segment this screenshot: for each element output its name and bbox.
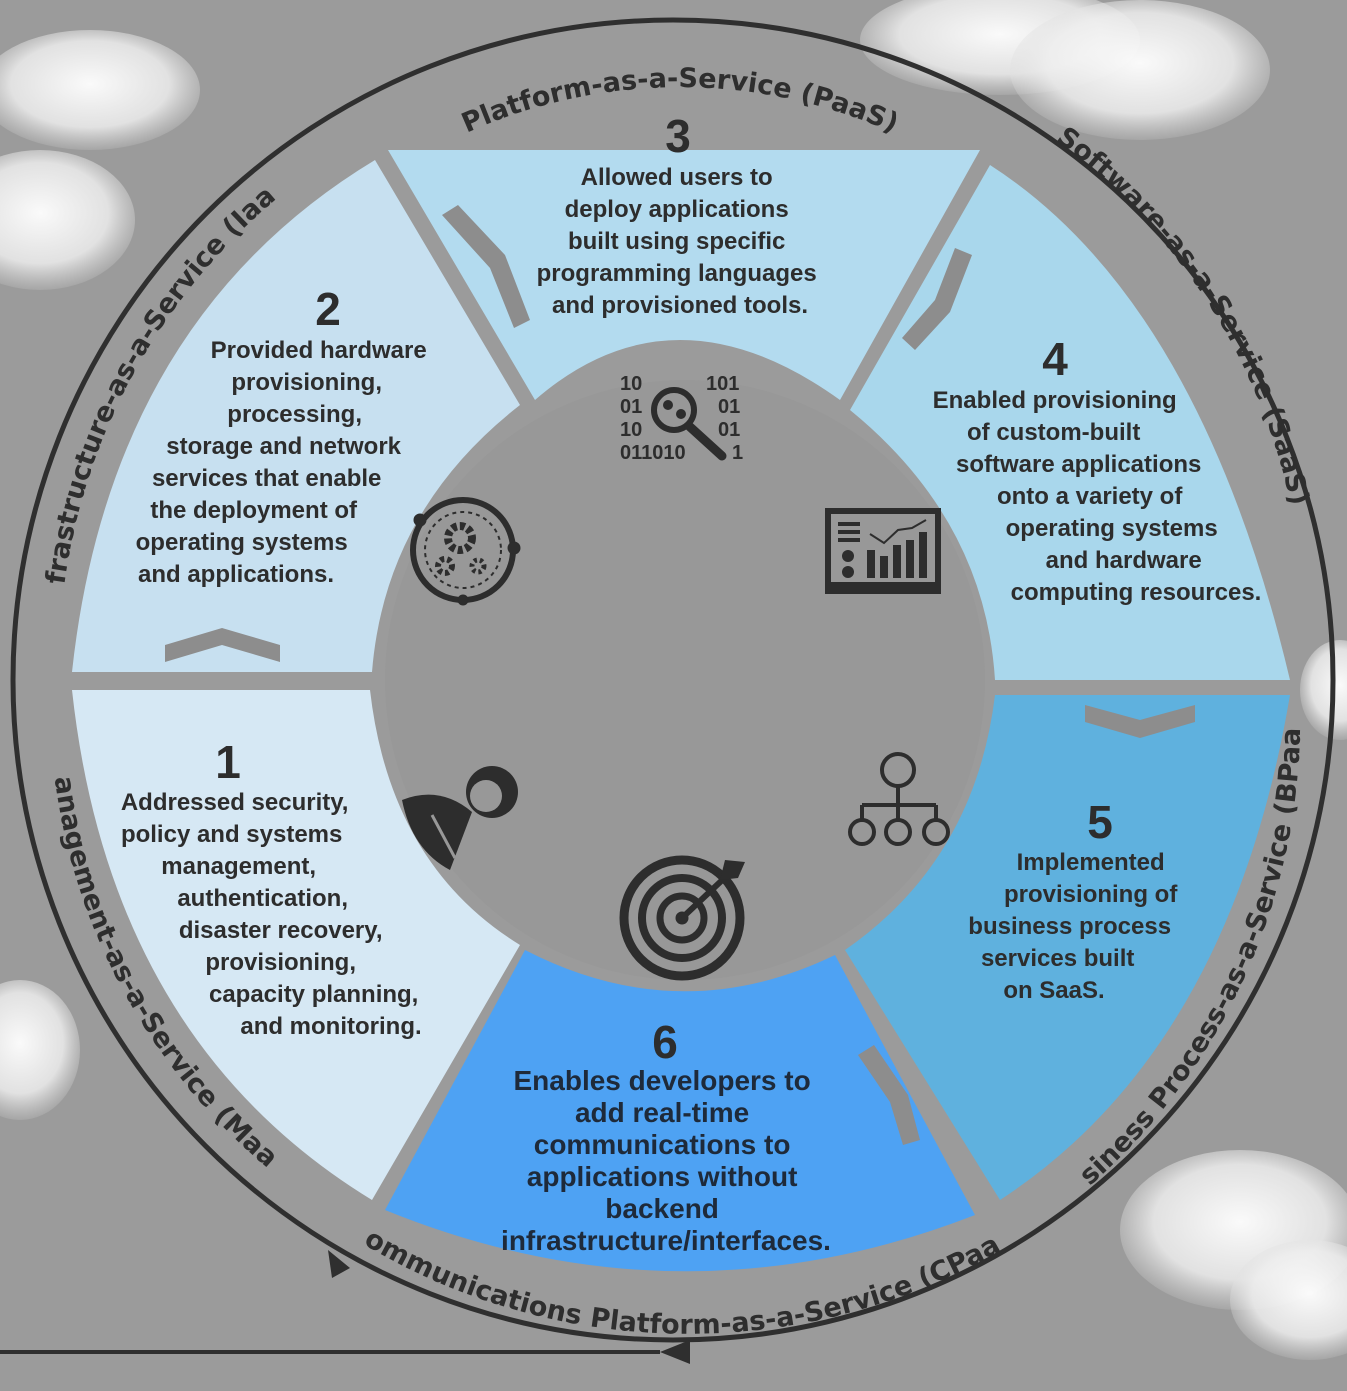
segment-2-number: 2: [315, 283, 341, 335]
segment-3-text: Allowed users to deploy applications bui…: [537, 164, 824, 319]
gears-globe-icon: [410, 497, 521, 606]
segment-6: [385, 950, 975, 1272]
manager-icon: [402, 766, 518, 870]
dashboard-icon: [825, 508, 941, 594]
binary-right-2: 01: [718, 396, 740, 418]
chevron-1-to-2-icon: [165, 628, 280, 662]
chevron-2-to-3-icon: [442, 205, 530, 328]
center-circle: [385, 380, 985, 980]
code-search-icon: 10 01 10 011010 101 01 01 1: [620, 373, 743, 464]
outer-ring: [10, 17, 1336, 1343]
org-chart-icon: [848, 752, 950, 846]
chevron-5-to-6-icon: [858, 1045, 920, 1145]
segment-1: [72, 690, 520, 1200]
segment-4-number: 4: [1042, 333, 1068, 385]
segment-4-text: Enabled provisioning of custom-built sof…: [933, 387, 1262, 606]
segment-3-number: 3: [665, 110, 691, 162]
segment-6-text: Enables developers to add real-time comm…: [501, 1065, 831, 1256]
chevron-4-to-5-icon: [1085, 705, 1195, 738]
ring-arrow-left-icon: [328, 1250, 350, 1278]
binary-left-2: 01: [620, 396, 642, 418]
segment-1-number: 1: [215, 736, 241, 788]
segment-5-number: 5: [1087, 796, 1113, 848]
segment-1-text: Addressed security, policy and systems m…: [121, 789, 425, 1040]
segment-2: [72, 160, 520, 672]
ring-arrow-bottom-icon: [660, 1340, 690, 1364]
chevron-3-to-4-icon: [902, 248, 972, 350]
binary-left-3: 10: [620, 419, 642, 441]
segment-4: [850, 165, 1290, 680]
binary-right-4: 1: [732, 442, 743, 464]
segment-6-number: 6: [652, 1016, 678, 1068]
binary-left-1: 10: [620, 373, 642, 395]
segment-5: [845, 695, 1290, 1200]
flow-chevrons: [165, 205, 1195, 1145]
segment-2-text: Provided hardware provisioning, processi…: [136, 337, 434, 588]
binary-right-3: 01: [718, 419, 740, 441]
binary-right-1: 101: [706, 373, 739, 395]
binary-left-4: 011010: [620, 442, 686, 464]
target-icon: [619, 855, 745, 981]
segment-5-text: Implemented provisioning of business pro…: [968, 849, 1184, 1004]
segment-3: [388, 150, 980, 400]
segments: [72, 150, 1290, 1272]
